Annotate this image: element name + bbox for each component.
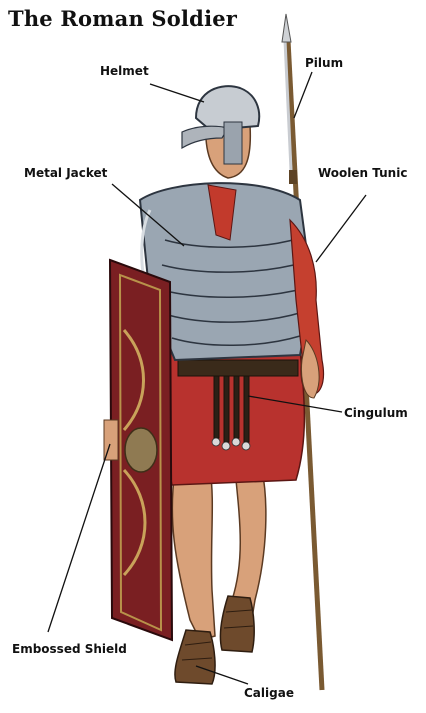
label-pilum: Pilum [305, 56, 343, 70]
label-metal-jacket: Metal Jacket [24, 166, 107, 180]
label-embossed-shield: Embossed Shield [12, 642, 127, 656]
pilum-leader [294, 72, 312, 118]
label-woolen-tunic: Woolen Tunic [318, 166, 407, 180]
label-cingulum: Cingulum [344, 406, 408, 420]
helmet-leader [150, 84, 204, 102]
scutum-shield [104, 260, 172, 640]
embossed-shield-leader [48, 444, 110, 632]
diagram-title: The Roman Soldier [8, 6, 237, 31]
label-helmet: Helmet [100, 64, 149, 78]
head-helmet [182, 86, 259, 178]
label-caligae: Caligae [244, 686, 294, 700]
woolen-tunic-leader [316, 195, 366, 262]
